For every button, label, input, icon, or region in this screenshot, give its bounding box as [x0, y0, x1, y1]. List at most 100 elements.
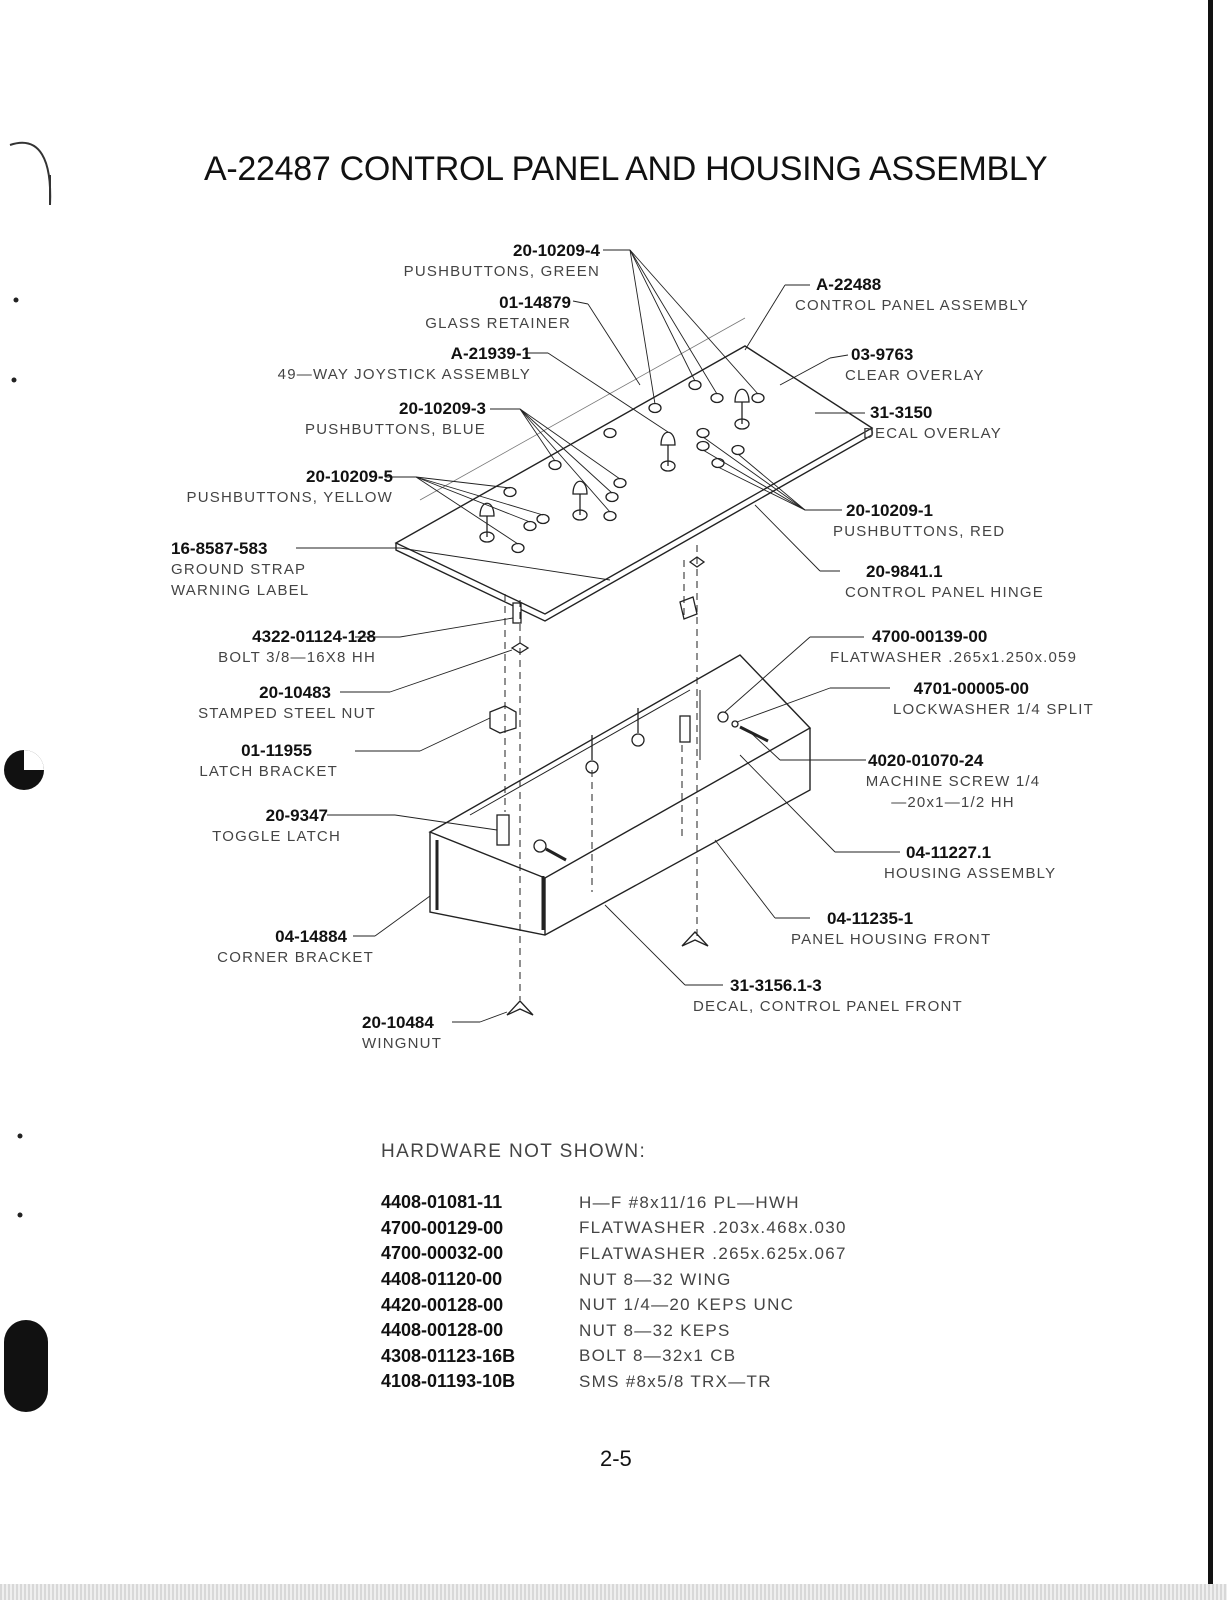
joystick	[734, 388, 750, 430]
part-number: 4700-00129-00	[381, 1217, 504, 1238]
callout-decal-control-panel-front: 31-3156.1-3 DECAL, CONTROL PANEL FRONT	[693, 975, 963, 1017]
panel-controls	[479, 379, 765, 554]
part-number: 4308-01123-16B	[381, 1345, 516, 1366]
part-number: 20-10209-3	[399, 399, 486, 418]
part-description: FLATWASHER .265x.625x.067	[579, 1243, 847, 1263]
button-yellow	[503, 486, 517, 498]
part-number: 4408-00128-00	[381, 1320, 504, 1341]
part-description: PANEL HOUSING FRONT	[791, 931, 992, 948]
part-description: 49—WAY JOYSTICK ASSEMBLY	[277, 366, 531, 383]
callout-control-panel-assembly: A-22488 CONTROL PANEL ASSEMBLY	[795, 274, 1029, 316]
callout-flatwasher: 4700-00139-00 FLATWASHER .265x1.250x.059	[830, 626, 1077, 668]
callout-panel-housing-front: 04-11235-1 PANEL HOUSING FRONT	[791, 908, 991, 950]
part-description: SMS #8x5/8 TRX—TR	[579, 1371, 772, 1391]
part-description: CONTROL PANEL ASSEMBLY	[795, 297, 1029, 314]
callout-corner-bracket: 04-14884 CORNER BRACKET	[217, 926, 374, 968]
callout-bolt: 4322-01124-128 BOLT 3/8—16X8 HH	[218, 626, 376, 668]
callout-ground-strap-label: 16-8587-583 GROUND STRAP WARNING LABEL	[171, 538, 331, 601]
callout-stamped-steel-nut: 20-10483 STAMPED STEEL NUT	[198, 682, 376, 724]
part-description: CLEAR OVERLAY	[845, 367, 985, 384]
part-description: PUSHBUTTONS, YELLOW	[186, 489, 393, 506]
button-green	[648, 402, 662, 414]
callout-pushbuttons-green: 20-10209-4 PUSHBUTTONS, GREEN	[404, 240, 600, 282]
button-blue	[613, 477, 627, 489]
callout-pushbuttons-blue: 20-10209-3 PUSHBUTTONS, BLUE	[305, 398, 486, 440]
part-number: 31-3156.1-3	[730, 976, 822, 995]
joystick	[572, 480, 588, 521]
part-description: PUSHBUTTONS, RED	[833, 523, 1006, 540]
part-description: BOLT 3/8—16X8 HH	[218, 649, 376, 666]
scan-edge	[1208, 0, 1213, 1585]
machine-screw	[739, 725, 769, 743]
scan-bottom-strip	[0, 1584, 1227, 1600]
button-red	[696, 440, 710, 452]
part-number: A-22488	[816, 275, 882, 294]
callout-joystick-assembly: A-21939-1 49—WAY JOYSTICK ASSEMBLY	[278, 343, 531, 385]
lockwasher	[731, 720, 739, 728]
callout-housing-assembly: 04-11227.1 HOUSING ASSEMBLY	[884, 842, 1056, 884]
button-yellow	[511, 542, 525, 554]
button-red	[731, 444, 745, 456]
screw	[545, 847, 567, 862]
part-description: STAMPED STEEL NUT	[198, 705, 376, 722]
part-number: 4700-00139-00	[872, 627, 988, 646]
hardware-heading: HARDWARE NOT SHOWN:	[381, 1141, 647, 1162]
part-description: H—F #8x11/16 PL—HWH	[579, 1192, 800, 1212]
part-description: NUT 8—32 KEPS	[579, 1320, 731, 1340]
part-number: 4322-01124-128	[252, 627, 376, 646]
button-blue	[605, 491, 619, 503]
page-number: 2-5	[600, 1446, 632, 1471]
callout-wingnut: 20-10484 WINGNUT	[362, 1012, 442, 1054]
part-description: GROUND STRAP WARNING LABEL	[171, 561, 310, 599]
part-description: LOCKWASHER 1/4 SPLIT	[893, 701, 1094, 718]
housing-rear-inner	[469, 689, 691, 816]
part-description: NUT 8—32 WING	[579, 1269, 732, 1289]
button-red	[696, 427, 710, 439]
housing-top-opening	[428, 654, 812, 879]
part-description: CONTROL PANEL HINGE	[845, 584, 1044, 601]
part-number: 04-11235-1	[827, 909, 914, 928]
part-description: PUSHBUTTONS, BLUE	[305, 421, 486, 438]
part-description: DECAL OVERLAY	[863, 425, 1002, 442]
button-red	[711, 457, 725, 469]
button-blue	[603, 427, 617, 439]
page-title: A-22487 CONTROL PANEL AND HOUSING ASSEMB…	[204, 150, 1048, 188]
button-green	[751, 392, 765, 404]
washer	[631, 733, 645, 747]
button-green	[688, 379, 702, 391]
washer	[533, 839, 547, 853]
joystick	[660, 431, 676, 472]
button-yellow	[536, 513, 550, 525]
flatwasher	[717, 711, 729, 723]
callout-pushbuttons-yellow: 20-10209-5 PUSHBUTTONS, YELLOW	[187, 466, 393, 508]
table-row: 4408-01120-00 NUT 8—32 WING	[381, 1267, 847, 1293]
callout-lockwasher: 4701-00005-00 LOCKWASHER 1/4 SPLIT	[893, 678, 1094, 720]
part-number: A-21939-1	[450, 344, 531, 363]
part-number: 4408-01120-00	[381, 1269, 503, 1290]
toggle-latch	[496, 814, 510, 846]
part-description: MACHINE SCREW 1/4—20x1—1/2 HH	[865, 773, 1041, 811]
callout-glass-retainer: 01-14879 GLASS RETAINER	[425, 292, 571, 334]
callout-clear-overlay: 03-9763 CLEAR OVERLAY	[845, 344, 985, 386]
control-panel-top	[394, 345, 874, 615]
part-number: 20-10209-4	[513, 241, 600, 260]
part-number: 4020-01070-24	[868, 751, 984, 770]
part-number: 04-14884	[275, 927, 347, 946]
part-number: 20-9841.1	[866, 562, 943, 581]
part-description: HOUSING ASSEMBLY	[884, 865, 1057, 882]
part-number: 4701-00005-00	[913, 679, 1029, 698]
part-number: 04-11227.1	[906, 843, 992, 862]
part-description: WINGNUT	[362, 1035, 443, 1052]
button-yellow	[523, 520, 537, 532]
part-number: 20-10484	[362, 1013, 434, 1032]
part-number: 16-8587-583	[171, 539, 268, 558]
part-description: DECAL, CONTROL PANEL FRONT	[693, 998, 963, 1015]
part-description: FLATWASHER .265x1.250x.059	[830, 649, 1078, 666]
